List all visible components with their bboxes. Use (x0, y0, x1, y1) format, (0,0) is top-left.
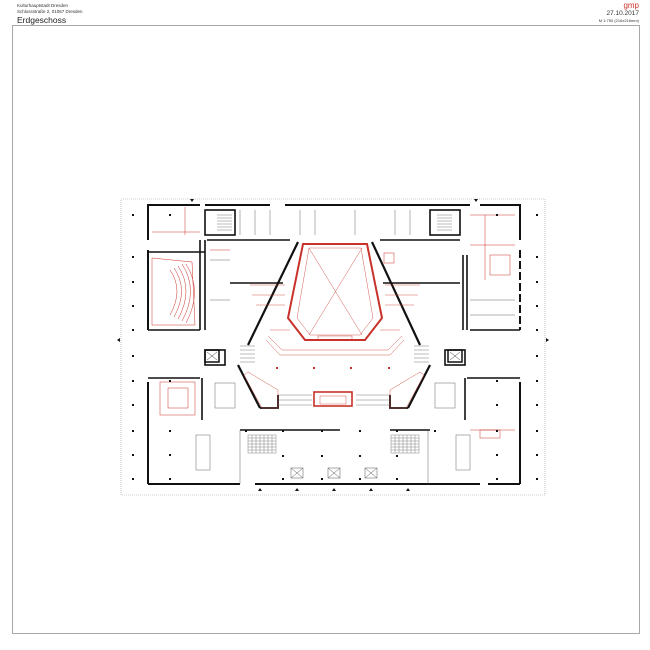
project-address: Schlossstraße 2, 01067 Dresden (17, 8, 83, 14)
site-outline (120, 198, 546, 496)
entrance-markers (117, 199, 549, 491)
partitions (195, 210, 515, 484)
exterior-walls (147, 204, 521, 485)
drawing-title: Erdgeschoss (17, 15, 67, 25)
drawing-scale: M 1:750 (216x216mm) (598, 18, 639, 23)
foyer-grids (247, 434, 420, 454)
red-rooms (151, 207, 515, 439)
title-block-right: gmp 27.10.2017 M 1:750 (216x216mm) (598, 1, 639, 24)
red-columns (276, 367, 390, 369)
sheet-frame (12, 25, 640, 634)
gmp-logo: gmp (623, 1, 639, 10)
concert-hall (243, 243, 425, 409)
project-name: Kulturhauptstadt Dresden (17, 3, 69, 8)
lift-cores (204, 349, 463, 363)
drawing-date: 27.10.2017 (606, 10, 639, 17)
column-grid (132, 214, 538, 480)
interior-walls (148, 209, 520, 431)
stairs (217, 214, 452, 406)
revolving-doors (290, 467, 378, 479)
title-block-left: Kulturhauptstadt Dresden Schlossstraße 2… (17, 3, 83, 25)
